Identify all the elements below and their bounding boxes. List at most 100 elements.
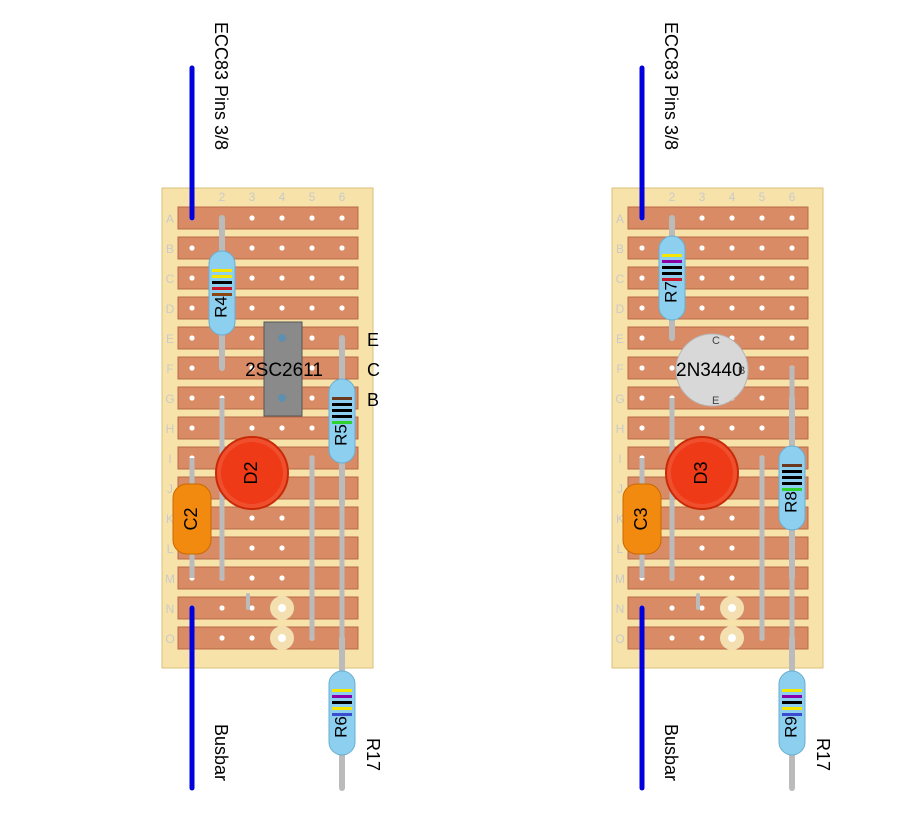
- column-label: 5: [309, 190, 316, 204]
- hole: [309, 215, 315, 221]
- hole: [699, 215, 705, 221]
- resistor-band: [332, 695, 352, 698]
- resistor-band: [782, 464, 802, 467]
- hole: [639, 275, 645, 281]
- resistor-band: [212, 281, 232, 284]
- resistor-label: R9: [781, 716, 800, 738]
- hole: [729, 275, 735, 281]
- hole: [279, 515, 285, 521]
- transistor-pin: [278, 334, 286, 342]
- row-label: C: [166, 272, 175, 286]
- hole: [669, 605, 675, 611]
- row-label: D: [166, 302, 175, 316]
- resistor-band: [212, 293, 232, 296]
- hole: [189, 425, 195, 431]
- led-label: D3: [691, 461, 711, 484]
- column-label: 5: [759, 190, 766, 204]
- row-label: E: [166, 332, 174, 346]
- pin-c-label: C: [367, 360, 380, 380]
- track-cut-hole: [728, 634, 736, 642]
- hole: [309, 305, 315, 311]
- busbar-label: Busbar: [211, 724, 231, 781]
- resistor-band: [212, 287, 232, 290]
- hole: [759, 335, 765, 341]
- hole: [759, 365, 765, 371]
- hole: [219, 605, 225, 611]
- resistor-band: [332, 707, 352, 710]
- hole: [669, 365, 675, 371]
- column-label: 4: [729, 190, 736, 204]
- input-wire-label: ECC83 Pins 3/8: [661, 22, 681, 150]
- resistor-label: R5: [331, 424, 350, 446]
- hole: [249, 545, 255, 551]
- copper-strip: [177, 566, 359, 590]
- track-cut-hole: [278, 604, 286, 612]
- pin-e-label: E: [712, 395, 719, 407]
- pin-b-label: B: [367, 390, 379, 410]
- row-label: L: [167, 542, 174, 556]
- hole: [339, 245, 345, 251]
- resistor-band: [332, 689, 352, 692]
- resistor-band: [332, 397, 352, 400]
- hole: [339, 305, 345, 311]
- resistor-band: [332, 421, 352, 424]
- copper-strip: [627, 416, 809, 440]
- resistor-label: R8: [781, 491, 800, 513]
- hole: [639, 305, 645, 311]
- hole: [789, 275, 795, 281]
- resistor-band: [212, 269, 232, 272]
- hole: [699, 515, 705, 521]
- row-label: D: [616, 302, 625, 316]
- row-label: G: [165, 392, 174, 406]
- capacitor-body: [172, 483, 212, 555]
- input-wire-label: ECC83 Pins 3/8: [211, 22, 231, 150]
- row-label: O: [615, 632, 624, 646]
- row-label: F: [166, 362, 173, 376]
- hole: [189, 335, 195, 341]
- hole: [699, 605, 705, 611]
- led-body: [221, 442, 283, 504]
- hole: [339, 275, 345, 281]
- hole: [789, 335, 795, 341]
- row-label: M: [615, 572, 625, 586]
- transistor-pin: [278, 394, 286, 402]
- row-label: J: [617, 482, 623, 496]
- hole: [789, 245, 795, 251]
- hole: [699, 305, 705, 311]
- hole: [759, 425, 765, 431]
- output-label: R17: [363, 738, 383, 771]
- hole: [309, 365, 315, 371]
- row-label: J: [167, 482, 173, 496]
- hole: [789, 215, 795, 221]
- resistor-band: [662, 278, 682, 281]
- row-label: N: [616, 602, 625, 616]
- resistor-label: R7: [661, 281, 680, 303]
- resistor-band: [782, 470, 802, 473]
- hole: [249, 635, 255, 641]
- hole: [759, 275, 765, 281]
- resistor-band: [662, 266, 682, 269]
- hole: [699, 275, 705, 281]
- copper-strip: [177, 236, 359, 260]
- hole: [639, 395, 645, 401]
- row-label: O: [165, 632, 174, 646]
- hole: [309, 425, 315, 431]
- capacitor-label: C2: [181, 507, 201, 530]
- hole: [309, 335, 315, 341]
- hole: [669, 635, 675, 641]
- resistor-band: [332, 701, 352, 704]
- resistor-band: [782, 482, 802, 485]
- column-label: 6: [339, 190, 346, 204]
- row-label: H: [166, 422, 175, 436]
- resistor-band: [782, 488, 802, 491]
- resistor-band: [782, 713, 802, 716]
- row-label: B: [166, 242, 174, 256]
- copper-strip: [627, 626, 809, 650]
- transistor-body: [675, 333, 749, 407]
- hole: [309, 395, 315, 401]
- transistor-label: 2SC2611: [245, 360, 323, 381]
- copper-strip: [177, 626, 359, 650]
- hole: [249, 515, 255, 521]
- copper-strip: [627, 596, 809, 620]
